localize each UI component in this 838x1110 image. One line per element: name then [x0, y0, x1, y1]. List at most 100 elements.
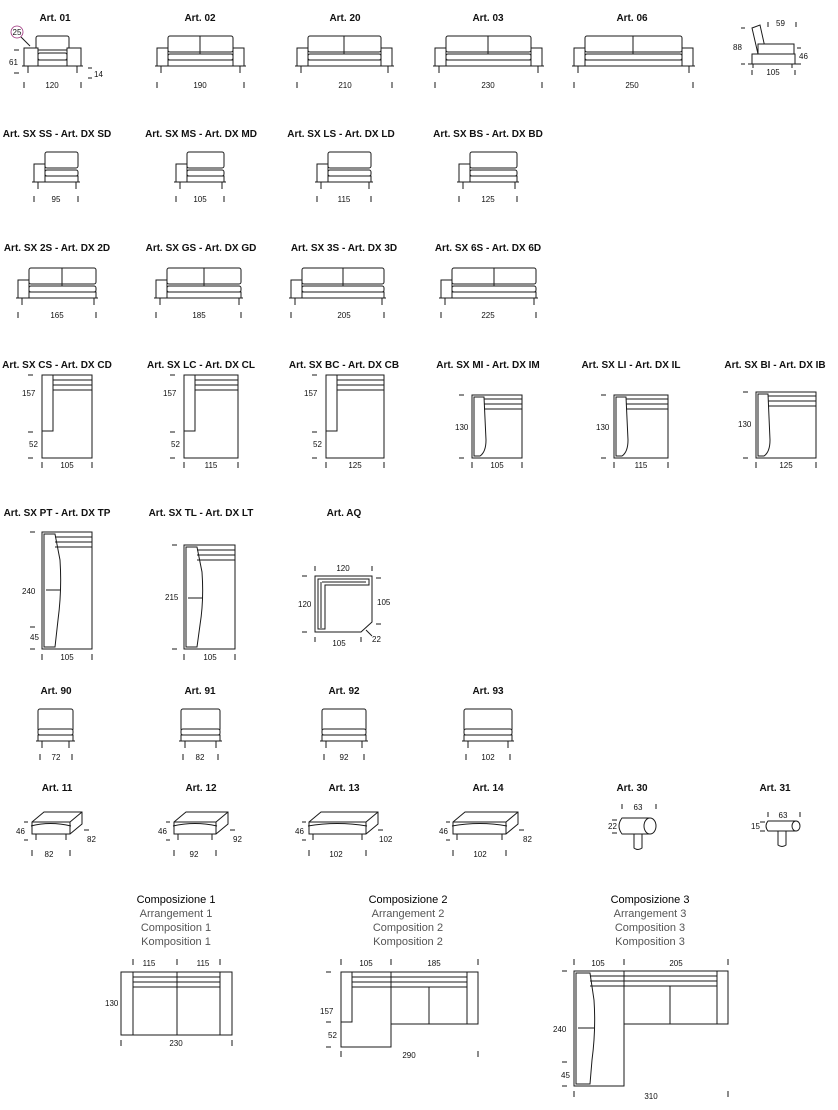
depth-dimension: 82 — [523, 835, 532, 844]
item-art-92: Art. 92 92 — [320, 686, 368, 762]
item-art-31: Art. 31 63 15 — [751, 783, 801, 847]
width-dimension: 105 — [60, 653, 74, 662]
item-label: Art. 31 — [759, 783, 791, 794]
height-dimension: 46 — [158, 827, 167, 836]
width-dimension: 225 — [481, 311, 495, 320]
item-art-01: Art. 01 25 61 14 120 — [9, 13, 103, 90]
item-art-aq: Art. AQ 120 120 105 105 22 — [298, 508, 391, 648]
seat-cushion — [37, 52, 68, 61]
item-art-sx-6s: Art. SX 6S - Art. DX 6D 225 — [435, 243, 541, 320]
width-dimension: 105 — [60, 461, 74, 470]
top-dimension: 120 — [336, 564, 350, 573]
module-width-1: 105 — [359, 959, 373, 968]
item-label: Art. SX CS - Art. DX CD — [2, 360, 112, 371]
depth-dimension: 130 — [455, 423, 469, 432]
corner-dimension: 22 — [372, 635, 381, 644]
width-dimension: 210 — [338, 81, 352, 90]
item-art-91: Art. 91 82 — [179, 686, 222, 762]
item-label: Art. 93 — [472, 686, 504, 697]
item-label: Art. SX MI - Art. DX IM — [436, 360, 540, 371]
depth-dimension: 157 — [304, 389, 318, 398]
width-dimension: 72 — [52, 753, 61, 762]
item-art-30: Art. 30 63 22 — [608, 783, 657, 850]
item-art-sx-mi: Art. SX MI - Art. DX IM 130 105 — [436, 360, 540, 470]
item-label: Art. 11 — [42, 783, 73, 794]
width-dimension: 105 — [193, 195, 207, 204]
arm-depth: 52 — [313, 440, 322, 449]
item-art-sx-bc: Art. SX BC - Art. DX CB 157 52 125 — [289, 360, 399, 470]
width-dimension: 92 — [190, 850, 199, 859]
width-dimension: 63 — [634, 803, 643, 812]
item-label: Art. 12 — [185, 783, 217, 794]
total-width: 310 — [644, 1092, 658, 1101]
module-width-2: 115 — [197, 959, 210, 968]
composition-subtitle-de: Komposition 2 — [373, 936, 443, 948]
item-art-sx-li: Art. SX LI - Art. DX IL 130 115 — [581, 360, 680, 470]
item-art-sx-ms: Art. SX MS - Art. DX MD 105 — [145, 129, 257, 204]
width-dimension: 115 — [635, 461, 648, 470]
width-dimension: 63 — [779, 811, 788, 820]
item-label: Art. 06 — [616, 13, 648, 24]
width-dimension: 125 — [481, 195, 495, 204]
depth-dimension: 130 — [105, 999, 119, 1008]
item-art-sx-bs: Art. SX BS - Art. DX BD 125 — [433, 129, 543, 204]
item-label: Art. 90 — [40, 686, 72, 697]
arm-depth: 45 — [561, 1071, 570, 1080]
arm-depth: 45 — [30, 633, 39, 642]
composition-subtitle-en: Arrangement 2 — [372, 908, 445, 920]
module-width-2: 205 — [669, 959, 683, 968]
item-art-02: Art. 02 190 — [155, 13, 246, 90]
depth-dimension: 105 — [766, 68, 780, 77]
depth-dimension: 102 — [379, 835, 393, 844]
width-dimension: 230 — [481, 81, 495, 90]
width-dimension: 125 — [779, 461, 793, 470]
width-dimension: 92 — [340, 753, 349, 762]
item-label: Art. SX BI - Art. DX IB — [724, 360, 825, 371]
arm-depth: 52 — [171, 440, 180, 449]
composition-1: Composizione 1 Arrangement 1 Composition… — [105, 894, 233, 1048]
right-arm — [66, 47, 82, 67]
width-dimension: 250 — [625, 81, 639, 90]
item-label: Art. SX 3S - Art. DX 3D — [291, 243, 397, 254]
item-label: Art. SX MS - Art. DX MD — [145, 129, 257, 140]
item-label: Art. 14 — [472, 783, 504, 794]
depth-dimension: 240 — [22, 587, 36, 596]
depth-dimension: 82 — [87, 835, 96, 844]
width-dimension: 125 — [348, 461, 362, 470]
item-art-sx-ls: Art. SX LS - Art. DX LD 115 — [287, 129, 394, 204]
width-dimension: 82 — [196, 753, 205, 762]
item-label: Art. 20 — [329, 13, 361, 24]
item-art-sx-lc: Art. SX LC - Art. DX CL 157 52 115 — [147, 360, 255, 470]
total-width: 290 — [402, 1051, 416, 1060]
composition-subtitle-fr: Composition 1 — [141, 922, 211, 934]
arm-depth: 52 — [328, 1031, 337, 1040]
height-dimension: 46 — [295, 827, 304, 836]
module-width-1: 105 — [591, 959, 605, 968]
item-art-sx-bi: Art. SX BI - Art. DX IB 130 125 — [724, 360, 825, 470]
depth-dimension: 130 — [738, 420, 752, 429]
item-label: Art. 30 — [616, 783, 648, 794]
composition-subtitle-en: Arrangement 3 — [614, 908, 687, 920]
item-label: Art. SX BS - Art. DX BD — [433, 129, 543, 140]
item-label: Art. 02 — [184, 13, 216, 24]
composition-subtitle-en: Arrangement 1 — [140, 908, 213, 920]
composition-subtitle-fr: Composition 2 — [373, 922, 443, 934]
depth-dimension: 130 — [596, 423, 610, 432]
width-dimension: 102 — [481, 753, 495, 762]
item-label: Art. SX 6S - Art. DX 6D — [435, 243, 541, 254]
item-label: Art. SX 2S - Art. DX 2D — [4, 243, 110, 254]
item-art-06: Art. 06 250 — [572, 13, 695, 90]
item-art-90: Art. 90 72 — [36, 686, 75, 762]
depth-dimension: 157 — [320, 1007, 334, 1016]
item-label: Art. SX LC - Art. DX CL — [147, 360, 255, 371]
item-label: Art. SX TL - Art. DX LT — [149, 508, 254, 519]
width-dimension: 115 — [205, 461, 218, 470]
back-depth: 59 — [776, 19, 785, 28]
item-art-14: Art. 14 46 82 102 — [439, 783, 532, 859]
depth-dimension: 240 — [553, 1025, 567, 1034]
composition-subtitle-de: Komposition 1 — [141, 936, 211, 948]
depth-dimension: 215 — [165, 593, 179, 602]
item-label: Art. SX BC - Art. DX CB — [289, 360, 399, 371]
composition-title: Composizione 2 — [369, 894, 448, 906]
